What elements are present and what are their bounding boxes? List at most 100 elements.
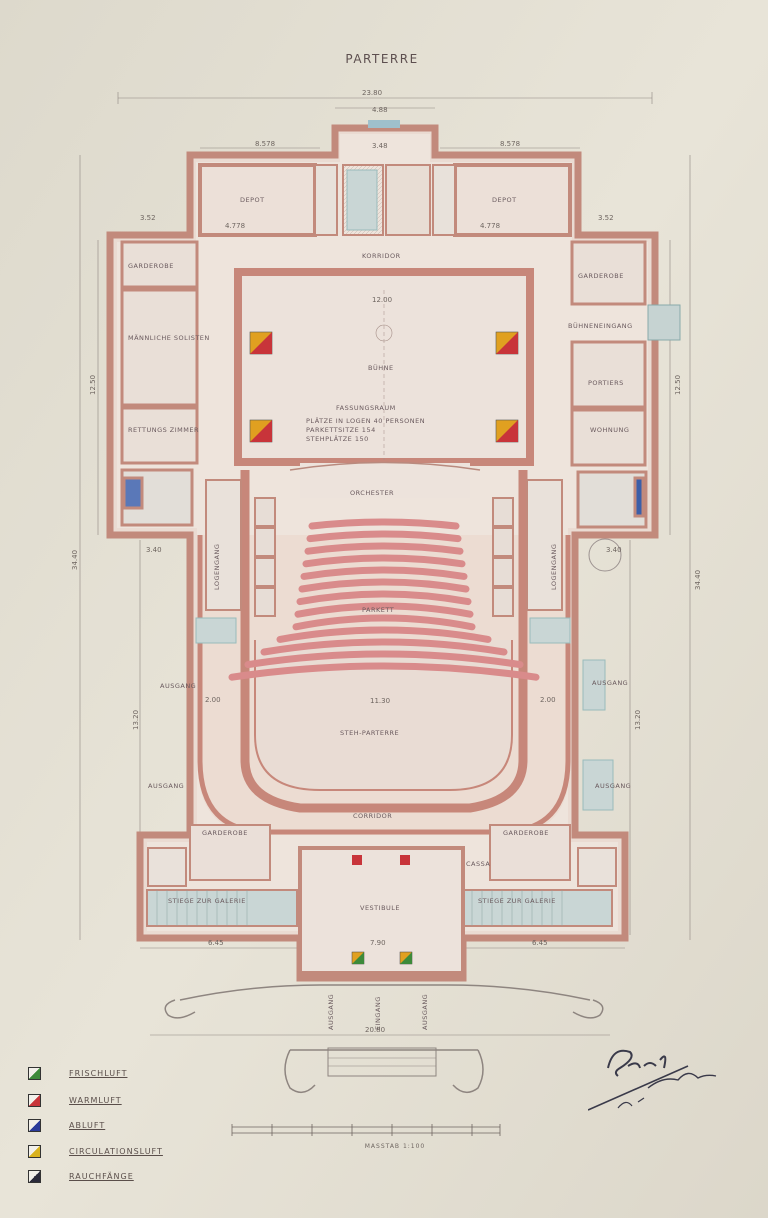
room-labels: DEPOT DEPOT KORRIDOR BÜHNE FASSUNGSRAUM … <box>128 196 633 1030</box>
dim-auditorium-width: 11.30 <box>370 697 390 705</box>
label-ausgang-left-2: AUSGANG <box>148 782 184 790</box>
label-vestibule: VESTIBULE <box>360 904 400 912</box>
label-capacity-3: STEHPLÄTZE 150 <box>306 434 369 443</box>
legend-swatch-abluft <box>28 1118 41 1132</box>
dim-side-right: 2.00 <box>540 696 556 704</box>
legend-swatch-frischluft <box>28 1066 41 1080</box>
legend-swatch-warmluft <box>28 1093 41 1107</box>
dim-left-depot: 4.778 <box>225 222 245 230</box>
label-corridor-top: KORRIDOR <box>362 252 401 260</box>
dim-right-depot: 4.778 <box>480 222 500 230</box>
label-logengang-right: LOGENGANG <box>550 544 558 590</box>
dim-bottom-left: 6.45 <box>208 939 224 947</box>
label-ausgang-left-1: AUSGANG <box>160 682 196 690</box>
dim-side-3-40-right: 3.40 <box>606 546 622 554</box>
label-logengang-left: LOGENGANG <box>213 544 221 590</box>
label-garderobe-right: GARDEROBE <box>503 829 549 837</box>
seat-row <box>292 614 476 631</box>
dim-right-height-2: 13.20 <box>634 710 642 730</box>
drawing-title: PARTERRE <box>345 52 419 66</box>
dim-top-center: 4.88 <box>372 106 388 114</box>
dim-right-wing: 3.52 <box>598 214 614 222</box>
label-eingang-3: AUSGANG <box>421 994 429 1030</box>
legend-label: ABLUFT <box>69 1120 106 1130</box>
label-right-room-2: BÜHNENEINGANG <box>568 321 633 330</box>
round-cistern <box>588 538 622 572</box>
label-garderobe-left: GARDEROBE <box>202 829 248 837</box>
dim-left-height-1: 12.50 <box>89 375 97 395</box>
entrance-block <box>147 824 617 975</box>
gallery-staircases <box>146 169 614 927</box>
depot-rooms <box>198 120 572 237</box>
dim-right-top: 8.578 <box>500 140 520 148</box>
seat-row <box>298 578 470 593</box>
dim-right-total: 34.40 <box>694 570 702 590</box>
seat-row <box>304 542 464 555</box>
dim-left-height-2: 13.20 <box>132 710 140 730</box>
right-service-rooms <box>570 240 681 529</box>
legend-label: FRISCHLUFT <box>69 1068 128 1078</box>
seat-row <box>306 530 462 543</box>
stage-area <box>234 268 534 466</box>
seat-row <box>296 590 472 606</box>
dim-bottom-right: 6.45 <box>532 939 548 947</box>
legend-label: RAUCHFÄNGE <box>69 1171 134 1181</box>
label-left-room-3: RETTUNGS ZIMMER <box>128 426 199 434</box>
label-corridor-bottom: CORRIDOR <box>353 812 392 820</box>
label-left-room-1: GARDEROBE <box>128 262 174 270</box>
dim-overall-width: 23.80 <box>362 89 382 97</box>
dimension-labels: 23.80 4.88 3.48 4.778 4.778 8.578 8.578 … <box>71 89 702 1034</box>
legend-swatch-rauchfaenge <box>28 1169 41 1183</box>
label-parquet: PARKETT <box>362 606 394 614</box>
label-capacity-1: PLÄTZE IN LOGEN 40 PERSONEN <box>306 416 425 425</box>
legend-label: CIRCULATIONSLUFT <box>69 1146 163 1156</box>
auditorium <box>197 461 571 835</box>
legend-item: CIRCULATIONSLUFT <box>28 1143 163 1159</box>
seat-row <box>300 566 468 580</box>
seat-row <box>260 638 508 656</box>
seat-row <box>302 554 466 568</box>
label-right-room-4: WOHNUNG <box>590 426 629 434</box>
label-right-room-1: GARDEROBE <box>578 272 624 280</box>
label-left-room-2: MÄNNLICHE SOLISTEN <box>128 333 210 342</box>
label-capacity-2: PARKETTSITZE 154 <box>306 426 376 434</box>
entrance-steps <box>164 984 604 1094</box>
label-eingang-2: EINGANG <box>374 996 382 1030</box>
dim-top-center-2: 3.48 <box>372 142 388 150</box>
dim-bottom-width: 20.80 <box>365 1026 385 1034</box>
seat-row <box>276 626 492 643</box>
seat-row <box>244 650 524 669</box>
dim-left-wing: 3.52 <box>140 214 156 222</box>
dim-vestibule-width: 7.90 <box>370 939 386 947</box>
legend-item: ABLUFT <box>28 1117 105 1133</box>
legend-swatch-circulationsluft <box>28 1144 41 1158</box>
label-depot-left: DEPOT <box>240 196 265 204</box>
legend-label: WARMLUFT <box>69 1095 122 1105</box>
dim-left-total: 34.40 <box>71 550 79 570</box>
legend-item: WARMLUFT <box>28 1092 122 1108</box>
label-stiege-left: STIEGE ZUR GALERIE <box>168 897 246 905</box>
dim-stage-width: 12.00 <box>372 296 392 304</box>
label-ausgang-right-2: AUSGANG <box>595 782 631 790</box>
label-eingang-1: AUSGANG <box>327 994 335 1030</box>
legend-item: FRISCHLUFT <box>28 1065 127 1081</box>
label-orchestra: ORCHESTER <box>350 489 394 497</box>
legend-item: RAUCHFÄNGE <box>28 1168 134 1184</box>
dimension-lines <box>79 92 691 1036</box>
label-stage: BÜHNE <box>368 363 394 372</box>
dim-right-height-1: 12.50 <box>674 375 682 395</box>
label-capacity-title: FASSUNGSRAUM <box>336 404 396 412</box>
left-service-rooms <box>120 240 199 527</box>
seat-row <box>308 518 460 530</box>
label-stalls: STEH-PARTERRE <box>340 729 399 737</box>
label-stiege-right: STIEGE ZUR GALERIE <box>478 897 556 905</box>
dim-left-top: 8.578 <box>255 140 275 148</box>
parquet-seating <box>228 518 540 681</box>
logengang-corridors <box>205 479 563 611</box>
label-right-room-3: PORTIERS <box>588 379 624 387</box>
seat-row <box>228 662 540 681</box>
dim-side-left: 2.00 <box>205 696 221 704</box>
label-cassa: CASSA <box>466 860 490 868</box>
seat-row <box>294 602 474 618</box>
